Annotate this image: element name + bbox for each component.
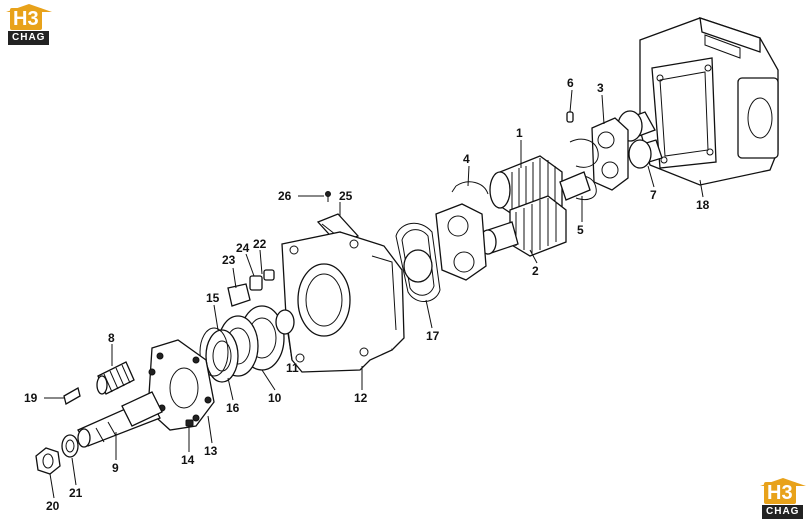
- callout-3: 3: [597, 81, 604, 95]
- callout-4: 4: [463, 152, 470, 166]
- part-rear-wear-plate: [591, 117, 629, 191]
- callout-22: 22: [253, 237, 267, 251]
- brand-logo-top-left: H3 CHAG: [4, 4, 54, 48]
- callout-16: 16: [226, 401, 240, 415]
- part-body-seal: [395, 222, 441, 302]
- callout-26: 26: [278, 189, 292, 203]
- callout-21: 21: [69, 486, 83, 500]
- part-front-wear-plate: [435, 203, 487, 281]
- callout-1: 1: [516, 126, 523, 140]
- part-seal-front: [451, 181, 489, 195]
- logo-mark: H3: [764, 482, 796, 504]
- logo-text: CHAG: [762, 505, 804, 519]
- callout-7: 7: [650, 188, 657, 202]
- callout-10: 10: [268, 391, 282, 405]
- part-spline-sleeve: [96, 361, 135, 395]
- callout-25: 25: [339, 189, 353, 203]
- part-nut: [35, 447, 61, 475]
- part-drive-shaft: [77, 391, 163, 448]
- callout-6: 6: [567, 76, 574, 90]
- callout-9: 9: [112, 461, 119, 475]
- part-fitting-assembly: [227, 269, 275, 307]
- callout-8: 8: [108, 331, 115, 345]
- callout-14: 14: [181, 453, 195, 467]
- logo-mark: H3: [10, 8, 42, 30]
- callout-23: 23: [222, 253, 236, 267]
- leader-lines: [44, 89, 704, 499]
- part-pin-small: [566, 111, 574, 123]
- callout-17: 17: [426, 329, 440, 343]
- part-driven-gear: [479, 195, 567, 257]
- callout-11: 11: [286, 361, 299, 375]
- part-spacer-ring: [275, 309, 295, 335]
- part-washer: [61, 434, 79, 458]
- callout-13: 13: [204, 444, 218, 458]
- part-rivet-screw: [325, 191, 331, 202]
- callout-24: 24: [236, 241, 250, 255]
- part-mounting-flange: [147, 339, 215, 431]
- callout-19: 19: [24, 391, 38, 405]
- callout-20: 20: [46, 499, 60, 513]
- logo-text: CHAG: [8, 31, 50, 45]
- part-shaft-seal: [199, 327, 239, 383]
- callout-5: 5: [577, 223, 584, 237]
- part-key: [63, 387, 81, 405]
- callout-2: 2: [532, 264, 539, 278]
- callout-18: 18: [696, 198, 710, 212]
- callout-15: 15: [206, 291, 220, 305]
- part-rear-housing: [639, 17, 779, 186]
- brand-logo-bottom-right: H3 CHAG: [758, 478, 808, 522]
- part-front-flange-housing: [281, 231, 405, 373]
- callout-12: 12: [354, 391, 368, 405]
